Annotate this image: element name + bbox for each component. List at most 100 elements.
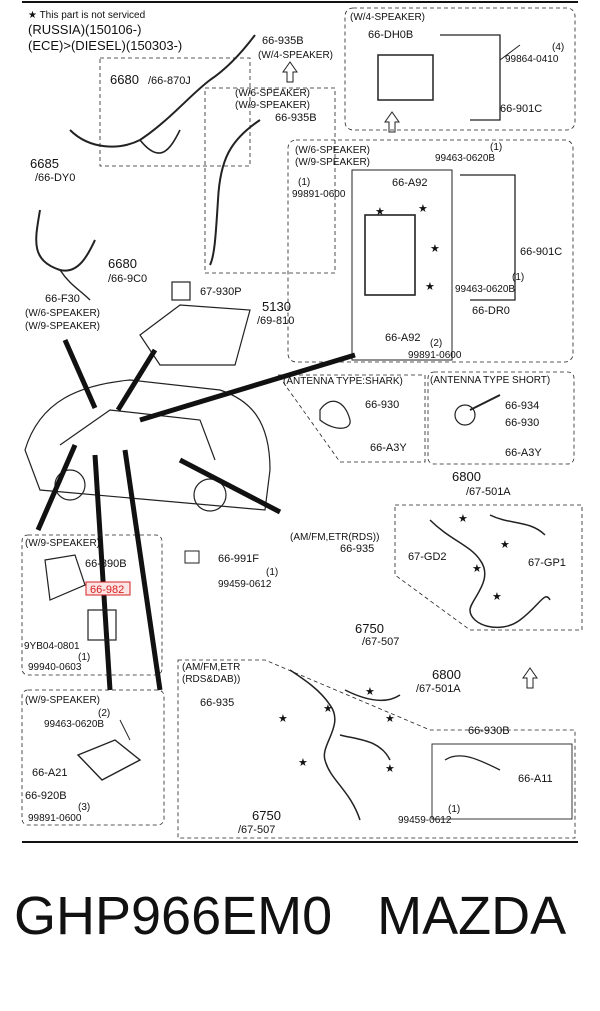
label-n2-a: (2) [430,338,442,349]
label-67-507-b: /67-507 [238,824,275,836]
svg-text:★: ★ [298,757,308,769]
label-69-810: /69-810 [257,315,294,327]
swap-arrow-c [522,667,538,689]
antenna-boxes [277,371,575,465]
svg-text:★: ★ [385,713,395,725]
label-n1-d: (1) [78,652,90,663]
label-n1-a: (1) [490,142,502,153]
label-67-501a-b: /67-501A [416,683,461,695]
label-antenna-short: (ANTENNA TYPE SHORT) [430,375,550,386]
svg-text:★: ★ [323,703,333,715]
label-antenna-shark: (ANTENNA TYPE:SHARK) [283,376,403,387]
label-66-a3y-a: 66-A3Y [370,442,407,454]
label-66-901c-a: 66-901C [500,103,542,115]
antenna-feeder-dab [177,659,576,839]
label-99891-c: 99891-0600 [28,813,82,824]
label-67-501a-a: /67-501A [466,486,511,498]
label-67-gd2: 67-GD2 [408,551,447,563]
label-amfm-rds: (AM/FM,ETR(RDS)) [290,532,379,543]
label-w4-speaker-box: (W/4-SPEAKER) [350,12,425,23]
brand-name: MAZDA [377,886,567,946]
label-amfm-dab-2: (RDS&DAB)) [182,674,240,685]
label-66-a11: 66-A11 [518,773,553,785]
speaker-amp-box-lower [21,689,165,826]
label-66-dr0: 66-DR0 [472,305,510,317]
label-n1-c: (1) [512,272,524,283]
label-66-935-b: 66-935 [200,697,234,709]
label-66-a92-b: 66-A92 [385,332,420,344]
label-ref-6750-b: 6750 [252,808,281,823]
part-number: GHP966EM0 [14,886,333,946]
svg-text:★: ★ [365,686,375,698]
label-99459-a: 99459-0612 [218,579,272,590]
label-n2-b: (2) [98,708,110,719]
label-amfm-dab-1: (AM/FM,ETR [182,662,240,673]
svg-text:★: ★ [430,243,440,255]
svg-text:★: ★ [278,713,288,725]
pointer-lines [35,338,356,691]
label-ref-6685: 6685 [30,156,59,171]
label-w9-speaker-e: (W/9-SPEAKER) [25,695,100,706]
label-66-890b: 66-890B [85,558,127,570]
label-67-507-a: /67-507 [362,636,399,648]
svg-text:★: ★ [425,281,435,293]
label-99463-b: 99463-0620B [455,284,515,295]
svg-text:★: ★ [500,539,510,551]
speaker-bracket-box [21,534,163,676]
header-note: ★ This part is not serviced [28,10,145,21]
label-ref-6680-b: 6680 [108,256,137,271]
label-ref-5130: 5130 [262,299,291,314]
label-ref-6800-a: 6800 [452,469,481,484]
label-66-930-a: 66-930 [365,399,399,411]
swap-arrow-a [282,61,298,83]
swap-arrow-b [384,111,400,133]
label-w4-speaker-a: (W/4-SPEAKER) [258,50,333,61]
highlight-66-982-frame [85,581,131,596]
label-67-gp1: 67-GP1 [528,557,566,569]
label-66-935b-b: 66-935B [275,112,317,124]
label-w6-speaker-c: (W/6-SPEAKER) [295,145,370,156]
star-icons-amp: ★★★★ [375,203,440,293]
label-66-dh0b: 66-DH0B [368,29,413,41]
roof-panel [139,281,251,366]
svg-text:★: ★ [385,763,395,775]
label-66-930b: 66-930B [468,725,510,737]
label-66-9c0: /66-9C0 [108,273,147,285]
amp-box-w6-w9 [287,139,574,363]
svg-text:★: ★ [375,206,385,218]
label-w6-speaker-b: (W/6-SPEAKER) [235,88,310,99]
label-n1-e: (1) [266,567,278,578]
vehicle-outline [24,379,271,512]
label-99940: 99940-0603 [28,662,82,673]
svg-text:★: ★ [472,563,482,575]
label-66-dy0: /66-DY0 [35,172,75,184]
svg-text:★: ★ [458,513,468,525]
label-w9-speaker-d: (W/9-SPEAKER) [25,538,100,549]
label-66-935-a: 66-935 [340,543,374,555]
label-w9-speaker-c: (W/9-SPEAKER) [295,157,370,168]
label-ref-6750-a: 6750 [355,621,384,636]
label-n1-f: (1) [448,804,460,815]
star-icons-dab: ★ ★ ★ ★ ★ ★ [278,686,395,775]
label-w9-speaker-a: (W/9-SPEAKER) [25,321,100,332]
label-66-a3y-b: 66-A3Y [505,447,542,459]
label-99459-b: 99459-0612 [398,815,452,826]
caption: GHP966EM0 MAZDA [0,885,600,995]
label-99891-a: 99891-0600 [292,189,346,200]
label-66-870j: /66-870J [148,75,191,87]
star-icons-rds: ★★★★ [458,513,510,603]
label-n4: (4) [552,42,564,53]
label-66-920b: 66-920B [25,790,67,802]
label-w6-speaker-a: (W/6-SPEAKER) [25,308,100,319]
harness-group-top-left [35,34,336,301]
label-66-930-b: 66-930 [505,417,539,429]
label-99864: 99864-0410 [505,54,559,65]
label-66-a21: 66-A21 [32,767,67,779]
label-w9-speaker-b: (W/9-SPEAKER) [235,100,310,111]
label-n3: (3) [78,802,90,813]
amp-box-w4 [344,7,576,131]
antenna-feeder-rds [394,504,583,631]
label-66-934: 66-934 [505,400,539,412]
label-99463-c: 99463-0620B [44,719,104,730]
label-66-982: 66-982 [90,584,124,596]
